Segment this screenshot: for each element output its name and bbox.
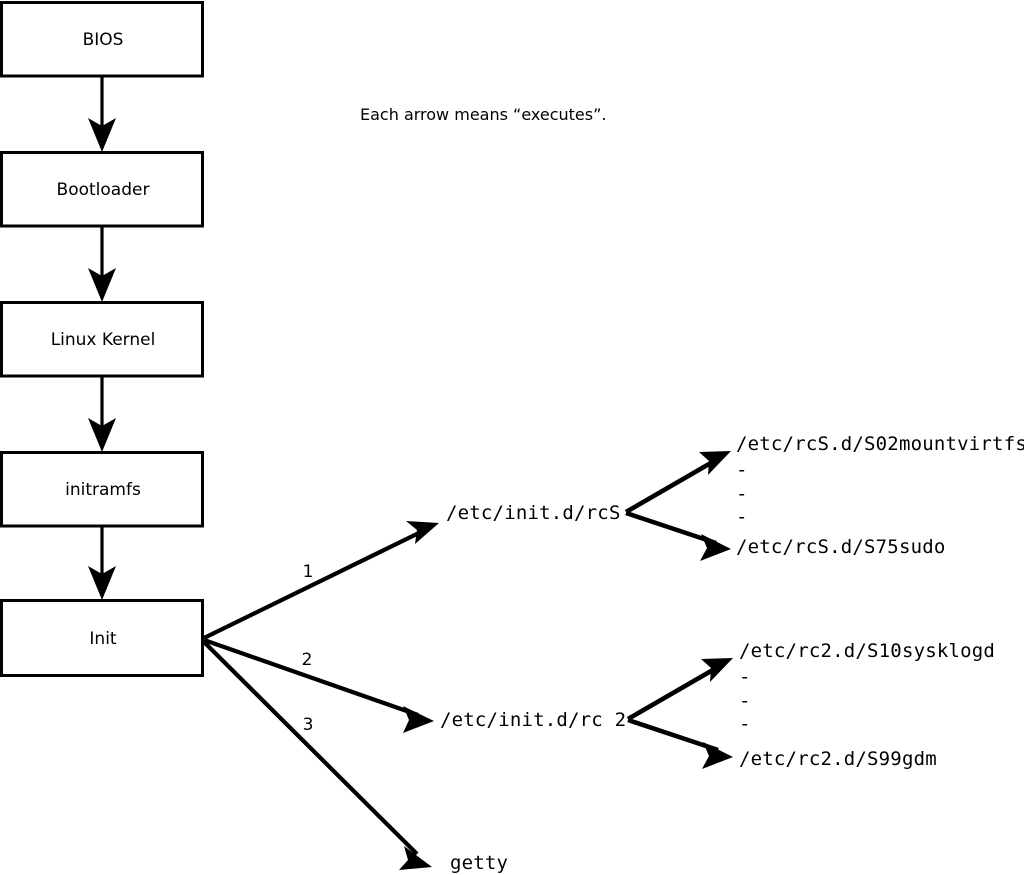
edge-label-1: 1 xyxy=(303,562,314,582)
edge-line-rc2-last xyxy=(627,717,719,753)
edge-rcs-to-last-script xyxy=(625,510,731,561)
node-rcs-first-script[interactable]: /etc/rcS.d/S02mountvirtfs xyxy=(736,433,1024,455)
node-init-label: Init xyxy=(89,629,117,649)
arrowhead-rcs-first xyxy=(699,451,731,475)
node-linux-kernel-label: Linux Kernel xyxy=(51,330,156,350)
rc2-ellipsis-dash-1: - xyxy=(739,666,750,688)
node-bootloader[interactable]: Bootloader xyxy=(0,151,204,228)
node-bootloader-rect[interactable] xyxy=(0,151,204,228)
arrowhead-rcs-last xyxy=(700,534,731,561)
arrowhead-down-init xyxy=(88,566,116,600)
rc2-ellipsis-dash-2: - xyxy=(739,690,750,712)
node-rcs-label[interactable]: /etc/init.d/rcS xyxy=(446,502,621,524)
arrowhead-init-getty xyxy=(399,846,432,870)
arrowhead-rc2-first xyxy=(701,658,733,682)
node-init-rect[interactable] xyxy=(0,599,204,677)
edge-line-rc2-first xyxy=(626,665,720,721)
rc2-ellipsis-dash-3: - xyxy=(739,713,750,735)
edge-rc2-to-first-script xyxy=(626,658,733,721)
caption-text: Each arrow means “executes”. xyxy=(360,105,606,124)
edge-init-to-rc2 xyxy=(203,638,434,733)
edge-init-to-getty xyxy=(202,640,432,870)
node-bios-label: BIOS xyxy=(83,30,124,50)
arrowhead-down-bootloader xyxy=(88,118,116,152)
arrowhead-rc2-last xyxy=(702,742,733,769)
rcs-ellipsis-dash-2: - xyxy=(736,483,747,505)
node-bios-rect[interactable] xyxy=(0,1,204,78)
node-initramfs-rect[interactable] xyxy=(0,451,204,528)
node-linux-kernel[interactable]: Linux Kernel xyxy=(0,301,204,378)
edge-label-3: 3 xyxy=(303,715,314,735)
edge-initramfs-to-init xyxy=(88,526,116,600)
node-rc2-last-script[interactable]: /etc/rc2.d/S99gdm xyxy=(739,748,937,770)
node-initramfs-label: initramfs xyxy=(65,480,141,500)
node-rc2-label[interactable]: /etc/init.d/rc 2 xyxy=(440,709,626,731)
arrowhead-down-kernel xyxy=(88,268,116,302)
node-linux-kernel-rect[interactable] xyxy=(0,301,204,378)
rcs-ellipsis-dash-3: - xyxy=(736,506,747,528)
node-initramfs[interactable]: initramfs xyxy=(0,451,204,528)
edge-line-init-getty xyxy=(202,640,419,856)
arrowhead-init-rcs xyxy=(406,521,439,544)
node-bios[interactable]: BIOS xyxy=(0,1,204,78)
rcs-ellipsis-dash-1: - xyxy=(736,459,747,481)
edge-kernel-to-initramfs xyxy=(88,376,116,452)
edge-line-init-rc2 xyxy=(203,638,419,717)
node-rcs-last-script[interactable]: /etc/rcS.d/S75sudo xyxy=(736,536,946,558)
edge-line-init-rcs xyxy=(203,528,426,640)
edge-bios-to-bootloader xyxy=(88,76,116,152)
edge-rc2-to-last-script xyxy=(627,717,733,769)
edge-rcs-to-first-script xyxy=(624,451,731,514)
node-bootloader-label: Bootloader xyxy=(57,180,150,200)
edge-bootloader-to-kernel xyxy=(88,226,116,302)
edge-label-2: 2 xyxy=(302,650,313,670)
node-getty-label[interactable]: getty xyxy=(450,852,508,874)
arrowhead-down-initramfs xyxy=(88,418,116,452)
edge-line-rcs-first xyxy=(624,458,718,514)
node-rc2-first-script[interactable]: /etc/rc2.d/S10sysklogd xyxy=(739,640,995,662)
arrowhead-init-rc2 xyxy=(403,706,434,733)
edge-line-rcs-last xyxy=(625,510,717,546)
node-init[interactable]: Init xyxy=(0,599,204,677)
edge-init-to-rcs xyxy=(203,521,439,640)
